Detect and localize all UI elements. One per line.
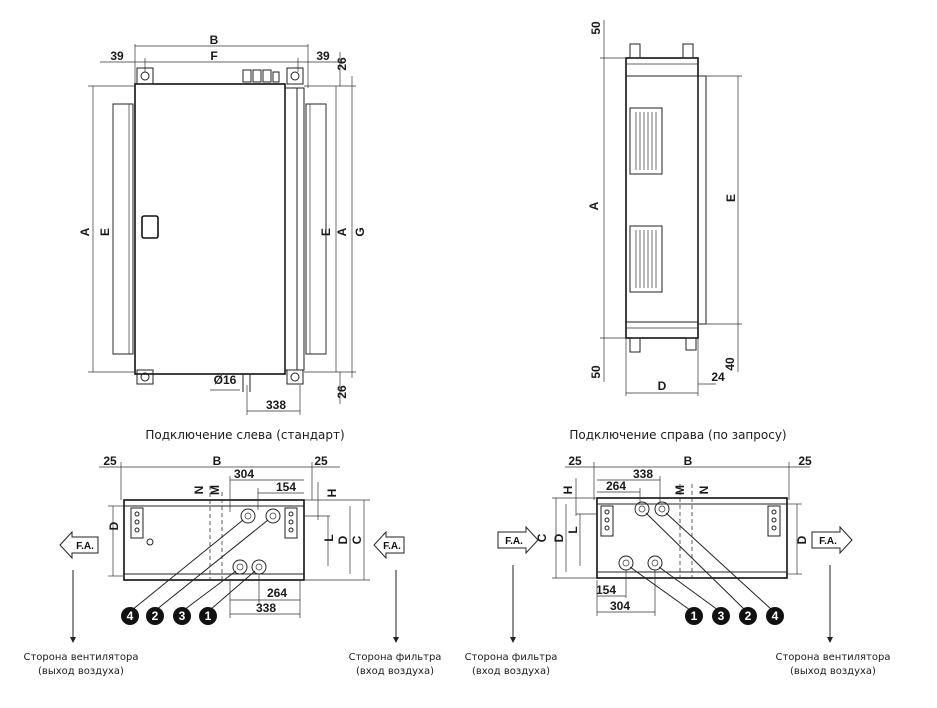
dim-264: 264 [606,479,626,493]
dim-a-right: A [335,227,349,236]
dim-e-right: E [319,228,333,236]
dim-a: A [587,201,601,210]
dim-304: 304 [610,599,630,613]
note-fan-side-line2: (выход воздуха) [790,666,876,677]
badge-3: 3 [712,607,730,625]
dim-d-right: D [795,535,809,544]
dim-m: M [673,485,687,495]
dim-338: 338 [266,398,286,412]
fa-label-left: F.A. [76,541,94,552]
dim-26-top: 26 [335,57,349,71]
dim-n: N [697,486,711,495]
top-right-view: 50 A E 50 40 D 24 [587,20,742,396]
dim-264: 264 [267,586,287,600]
fa-arrow-right [811,525,853,555]
dim-25-left: 25 [103,454,117,468]
fa-arrow-left [59,530,99,560]
fa-label-left: F.A. [505,536,523,547]
badge-3: 3 [173,607,191,625]
top-left-view: B F 39 39 26 A E E A G Ø16 338 26 [78,33,367,415]
dim-h: H [561,486,575,495]
dim-39-left: 39 [110,49,124,63]
fa-arrow-left [497,525,539,555]
fan-grille-top [635,112,657,170]
badge-2: 2 [146,607,164,625]
caption-left: Подключение слева (стандарт) [145,428,344,442]
fan-grille-bottom [635,230,657,288]
dim-e-left: E [98,228,112,236]
dim-50-bottom: 50 [589,365,603,379]
svg-text:2: 2 [152,609,159,623]
bottom-right-view: F.A. F.A. 25 338 B 25 264 H M N C D L D … [465,454,891,677]
svg-text:1: 1 [691,609,698,623]
dim-d: D [658,379,667,393]
note-filter-side-line1: Сторона фильтра [349,652,442,663]
dim-338: 338 [633,467,653,481]
note-fan-side-line1: Сторона вентилятора [776,652,891,663]
note-fan-side-line2: (выход воздуха) [38,666,124,677]
dim-24: 24 [711,370,725,384]
fa-label-right: F.A. [383,541,401,552]
dim-dia16: Ø16 [214,373,237,387]
note-filter-side-line2: (вход воздуха) [472,666,550,677]
svg-text:2: 2 [745,609,752,623]
bottom-left-view: F.A. F.A. 25 B 25 304 154 N M H D L D C … [24,454,442,677]
dim-b: B [213,454,222,468]
fa-arrow-right [373,530,405,560]
note-filter-side-line1: Сторона фильтра [465,652,558,663]
badge-4: 4 [766,607,784,625]
dim-a-left: A [78,227,92,236]
dim-50-top: 50 [589,21,603,35]
dim-e: E [724,194,738,202]
note-filter-side-line2: (вход воздуха) [356,666,434,677]
note-fan-side-line1: Сторона вентилятора [24,652,139,663]
svg-text:3: 3 [179,609,186,623]
dim-d-left: D [107,521,121,530]
dim-d-left: D [552,533,566,542]
dim-l: L [566,526,580,533]
badge-1: 1 [685,607,703,625]
dim-l: L [322,534,336,541]
dim-154: 154 [596,583,616,597]
dim-338: 338 [256,601,276,615]
dim-26-bottom: 26 [335,385,349,399]
dim-25-left: 25 [568,454,582,468]
badge-1: 1 [199,607,217,625]
svg-text:4: 4 [772,609,779,623]
dim-b: B [210,33,219,47]
dim-154: 154 [276,480,296,494]
dim-304: 304 [234,467,254,481]
svg-text:1: 1 [205,609,212,623]
dim-g: G [353,227,367,236]
dim-c: C [535,533,549,542]
dim-h: H [325,489,339,498]
dim-f: F [210,49,217,63]
caption-right: Подключение справа (по запросу) [569,428,786,442]
dim-c: C [350,535,364,544]
dim-b: B [684,454,693,468]
dim-25-right: 25 [798,454,812,468]
svg-text:4: 4 [127,609,134,623]
dim-39-right: 39 [316,49,330,63]
dim-n: N [192,486,206,495]
fa-label-right: F.A. [819,536,837,547]
badge-2: 2 [739,607,757,625]
dim-m: M [208,485,222,495]
dim-25-right: 25 [314,454,328,468]
svg-text:3: 3 [718,609,725,623]
badge-4: 4 [121,607,139,625]
dim-40: 40 [723,357,737,371]
dim-d-right: D [336,535,350,544]
